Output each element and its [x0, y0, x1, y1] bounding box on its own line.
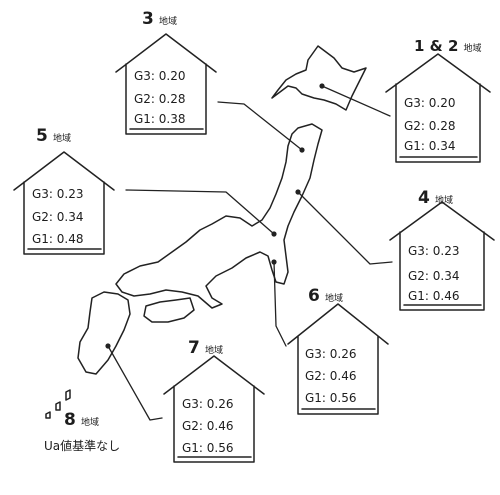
value-row-g1: G1: 0.48 — [32, 232, 84, 246]
region-suffix: 地域 — [52, 134, 71, 144]
house-outline — [287, 303, 389, 415]
leader-line — [125, 189, 275, 235]
leader-dot — [271, 231, 277, 237]
honshu-island — [115, 123, 323, 309]
leader-dot — [299, 147, 305, 153]
leader-line — [321, 85, 391, 117]
okinawa-island — [45, 411, 51, 419]
value-row-g2: G2: 0.46 — [182, 419, 234, 433]
region-label-5: 5 地域 — [36, 128, 71, 145]
value-row-g3: G3: 0.23 — [408, 244, 460, 258]
okinawa-island — [65, 389, 71, 401]
leader-dot — [271, 259, 277, 265]
leader-lines — [107, 85, 393, 421]
okinawa-island — [55, 401, 61, 411]
leader-line — [217, 101, 303, 151]
region-8-note: Ua値基準なし — [44, 439, 121, 453]
house-region-5 — [13, 151, 115, 255]
value-row-g3: G3: 0.26 — [305, 347, 357, 361]
region-label-3: 3 地域 — [142, 11, 177, 28]
house-outline — [389, 201, 495, 311]
house-region-3 — [115, 33, 217, 135]
house-outline — [13, 151, 115, 255]
region-label-4: 4 地域 — [418, 190, 453, 207]
value-row-g2: G2: 0.28 — [404, 119, 456, 133]
region-suffix: 地域 — [463, 44, 482, 54]
region-number: 1 & 2 — [414, 37, 459, 55]
value-row-g3: G3: 0.23 — [32, 187, 84, 201]
value-row-g1: G1: 0.46 — [408, 289, 460, 303]
region-suffix: 地域 — [158, 17, 177, 27]
house-region-4 — [389, 201, 495, 311]
leader-line — [297, 191, 393, 265]
region-suffix: 地域 — [204, 346, 223, 356]
region-suffix: 地域 — [324, 294, 343, 304]
house-outline — [163, 355, 265, 463]
region-label-1-2: 1 & 2 地域 — [414, 38, 482, 54]
region-number: 4 — [418, 188, 430, 208]
leader-dots — [105, 83, 325, 349]
value-row-g1: G1: 0.38 — [134, 112, 186, 126]
leader-dot — [295, 189, 301, 195]
region-label-7: 7 地域 — [188, 340, 223, 357]
region-number: 3 — [142, 9, 154, 29]
region-number: 7 — [188, 338, 200, 358]
value-row-g1: G1: 0.56 — [182, 441, 234, 455]
shikoku-island — [143, 297, 195, 323]
value-row-g2: G2: 0.46 — [305, 369, 357, 383]
region-label-8: 8 地域 — [64, 412, 99, 429]
value-row-g2: G2: 0.28 — [134, 92, 186, 106]
leader-line — [107, 345, 163, 421]
value-row-g2: G2: 0.34 — [408, 269, 460, 283]
value-row-g3: G3: 0.26 — [182, 397, 234, 411]
region-number: 5 — [36, 126, 48, 146]
house-outline — [385, 53, 491, 163]
region-suffix: 地域 — [80, 418, 99, 428]
leader-dot — [319, 83, 325, 89]
region-label-6: 6 地域 — [308, 288, 343, 305]
japan-map — [45, 45, 367, 419]
value-row-g1: G1: 0.34 — [404, 139, 456, 153]
leader-line — [273, 261, 287, 347]
region-number: 8 — [64, 410, 76, 430]
house-region-7 — [163, 355, 265, 463]
region-number: 6 — [308, 286, 320, 306]
house-region-6 — [287, 303, 389, 415]
house-outline — [115, 33, 217, 135]
kyushu-island — [77, 291, 131, 375]
value-row-g2: G2: 0.34 — [32, 210, 84, 224]
value-row-g3: G3: 0.20 — [134, 69, 186, 83]
hokkaido-island — [271, 45, 367, 111]
region-suffix: 地域 — [434, 196, 453, 206]
value-row-g1: G1: 0.56 — [305, 391, 357, 405]
leader-dot — [105, 343, 111, 349]
house-region-1-2 — [385, 53, 491, 163]
value-row-g3: G3: 0.20 — [404, 96, 456, 110]
